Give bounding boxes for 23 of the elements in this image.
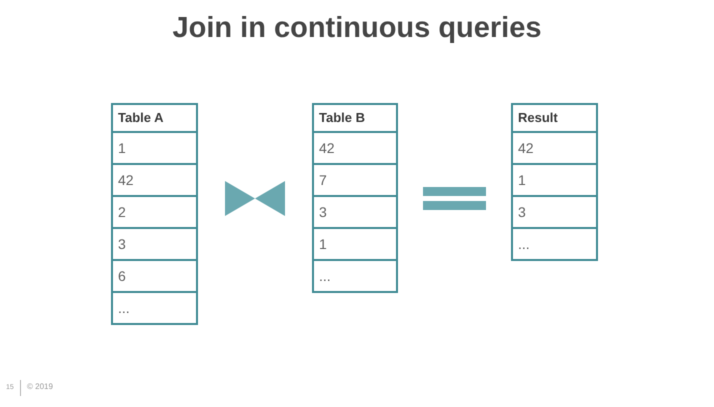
data-table [312, 103, 398, 293]
title: Join in continuous queries [172, 11, 542, 46]
table-header-cell: Table B [314, 105, 396, 133]
table-cell-text: ... [318, 266, 332, 286]
table-cell: 42 [513, 133, 596, 165]
table-cell-text: ... [117, 298, 131, 318]
table-cell: 3 [113, 229, 196, 261]
table-cell-text: ... [517, 234, 531, 254]
table-cell: 7 [314, 165, 396, 197]
table-cell: 1 [314, 229, 396, 261]
table-cell: 2 [113, 197, 196, 229]
table-cell: 42 [314, 133, 396, 165]
data-table [111, 103, 198, 325]
table-cell: 42 [113, 165, 196, 197]
table-header-cell: Table A [113, 105, 196, 133]
table-cell: 1 [113, 133, 196, 165]
table-cell: 6 [113, 261, 196, 293]
table-cell: 1 [513, 165, 596, 197]
table-cell: 3 [314, 197, 396, 229]
data-table [511, 103, 598, 261]
copyright-note: © 2019 [27, 383, 53, 391]
table-header-cell: Result [513, 105, 596, 133]
table-cell: 3 [513, 197, 596, 229]
